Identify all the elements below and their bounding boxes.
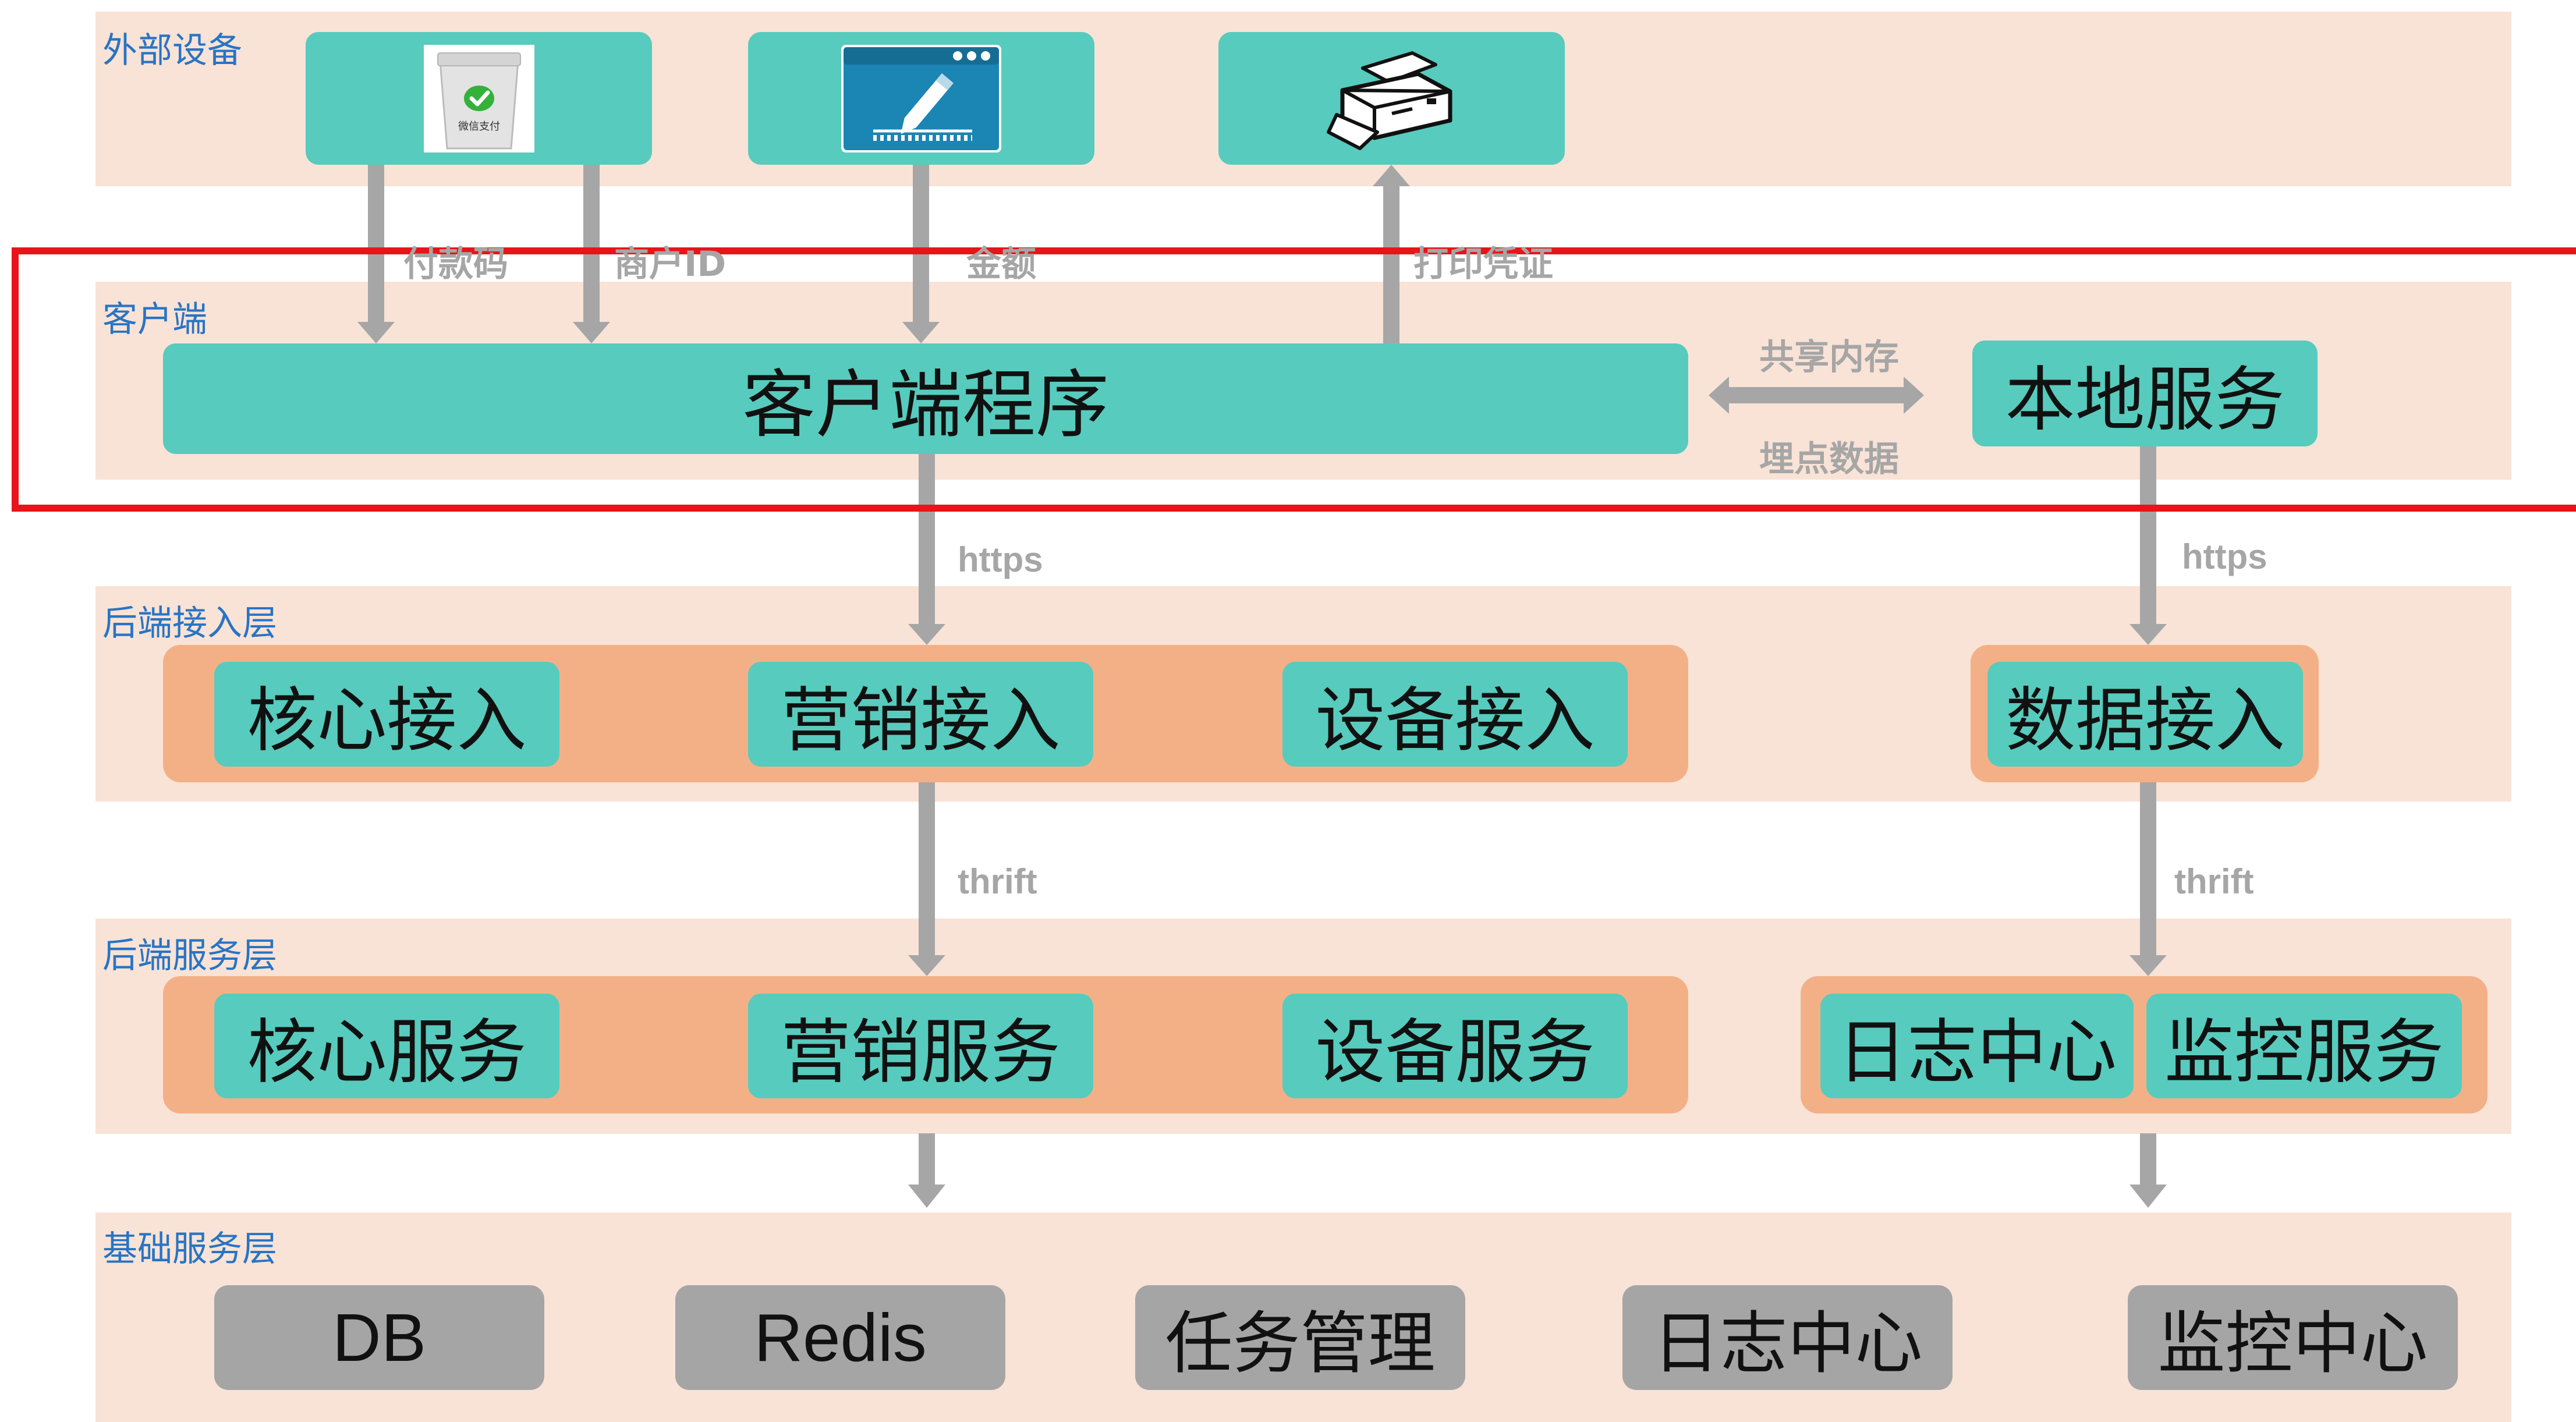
- client-highlight-frame: [12, 247, 2576, 512]
- printer-icon: [1326, 51, 1452, 150]
- arrow-merchant-id: [573, 165, 610, 343]
- label-shared-memory: 共享内存: [1759, 337, 1899, 378]
- layer-label-access: 后端接入层: [102, 603, 277, 644]
- marketing-access: 营销接入: [748, 662, 1093, 767]
- infra-log-center: 日志中心: [1622, 1285, 1953, 1390]
- pen-tablet-icon: [841, 44, 1001, 153]
- client-program: 客户端程序: [163, 343, 1688, 454]
- label-print-receipt: 打印凭证: [1413, 244, 1553, 285]
- label-merchant-id: 商户ID: [614, 244, 727, 285]
- label-amount: 金额: [966, 244, 1036, 285]
- device-service: 设备服务: [1282, 994, 1628, 1098]
- label-thrift-left: thrift: [958, 862, 1037, 901]
- infra-redis: Redis: [675, 1285, 1005, 1390]
- label-pay-code: 付款码: [403, 244, 508, 285]
- device-payment-scanner: 微信支付: [306, 32, 652, 165]
- label-https-right: https: [2182, 537, 2267, 576]
- marketing-service: 营销服务: [748, 994, 1093, 1098]
- arrow-amount: [902, 165, 940, 343]
- label-thrift-right: thrift: [2174, 862, 2254, 901]
- layer-label-service: 后端服务层: [102, 935, 277, 976]
- arrow-pay-code: [357, 165, 395, 343]
- arrow-shared-memory: [1709, 377, 1924, 414]
- monitor-service: 监控服务: [2146, 994, 2462, 1098]
- scanner-caption: 微信支付: [458, 120, 500, 133]
- wechat-pay-scanner-icon: 微信支付: [423, 44, 534, 153]
- device-pen-tablet: [748, 32, 1094, 165]
- data-access: 数据接入: [1987, 662, 2303, 767]
- label-https-left: https: [958, 540, 1043, 579]
- layer-label-external: 外部设备: [102, 30, 242, 71]
- device-access: 设备接入: [1282, 662, 1628, 767]
- infra-monitor-center: 监控中心: [2128, 1285, 2458, 1390]
- core-service: 核心服务: [214, 994, 559, 1098]
- log-center-service: 日志中心: [1820, 994, 2134, 1098]
- layer-label-client: 客户端: [102, 299, 207, 340]
- arrow-https-right: [2129, 446, 2167, 645]
- infra-task-management: 任务管理: [1135, 1285, 1465, 1390]
- arrow-infra-right: [2129, 1133, 2167, 1208]
- infra-db: DB: [214, 1285, 544, 1390]
- device-printer: [1218, 32, 1565, 165]
- label-tracking-data: 埋点数据: [1759, 439, 1899, 480]
- arrow-print-receipt: [1373, 165, 1410, 343]
- arrow-infra-left: [908, 1133, 945, 1208]
- arrow-thrift-right: [2129, 782, 2167, 976]
- layer-label-infra: 基础服务层: [102, 1229, 277, 1269]
- arrow-https-left: [908, 454, 945, 645]
- core-access: 核心接入: [214, 662, 559, 767]
- arrow-thrift-left: [908, 782, 945, 976]
- local-service: 本地服务: [1972, 341, 2318, 446]
